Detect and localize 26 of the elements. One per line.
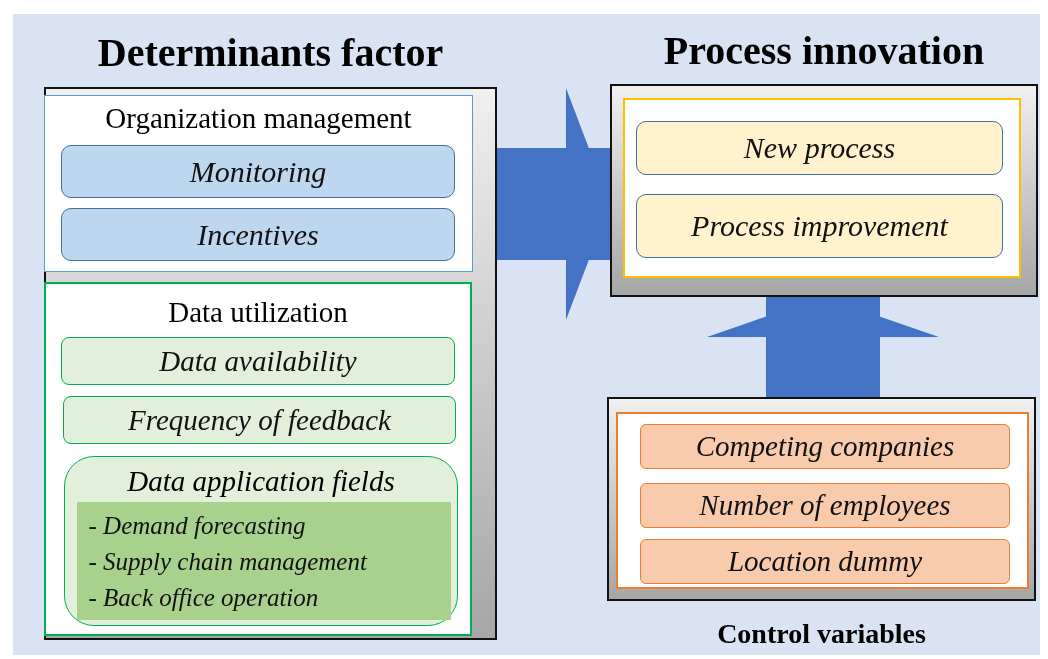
item-box: Data availability [61, 337, 455, 385]
block-arrow [707, 297, 939, 397]
group-box [64, 456, 458, 626]
block-arrow [497, 88, 610, 320]
list-item: - Supply chain management [88, 546, 369, 577]
item-box: Monitoring [61, 145, 455, 198]
list-item: - Back office operation [88, 582, 320, 613]
group-box [44, 95, 473, 272]
group-title: Organization management [104, 102, 413, 135]
list-item: - Demand forecasting [88, 510, 307, 541]
heading: Determinants factor [96, 29, 445, 77]
item-box: Number of employees [640, 483, 1010, 528]
item-box: Competing companies [640, 424, 1010, 469]
group-title: Data utilization [167, 296, 349, 329]
item-box: Process improvement [636, 194, 1003, 258]
group-box [44, 282, 472, 636]
item-box: Frequency of feedback [63, 396, 456, 444]
box [616, 412, 1029, 589]
box [623, 98, 1021, 278]
item-box: New process [636, 121, 1003, 175]
item-box: Location dummy [640, 539, 1010, 584]
item-box: Incentives [61, 208, 455, 261]
list-box [76, 501, 451, 620]
heading: Process innovation [662, 27, 986, 75]
heading: Control variables [716, 617, 927, 651]
group-title: Data application fields [126, 465, 396, 498]
